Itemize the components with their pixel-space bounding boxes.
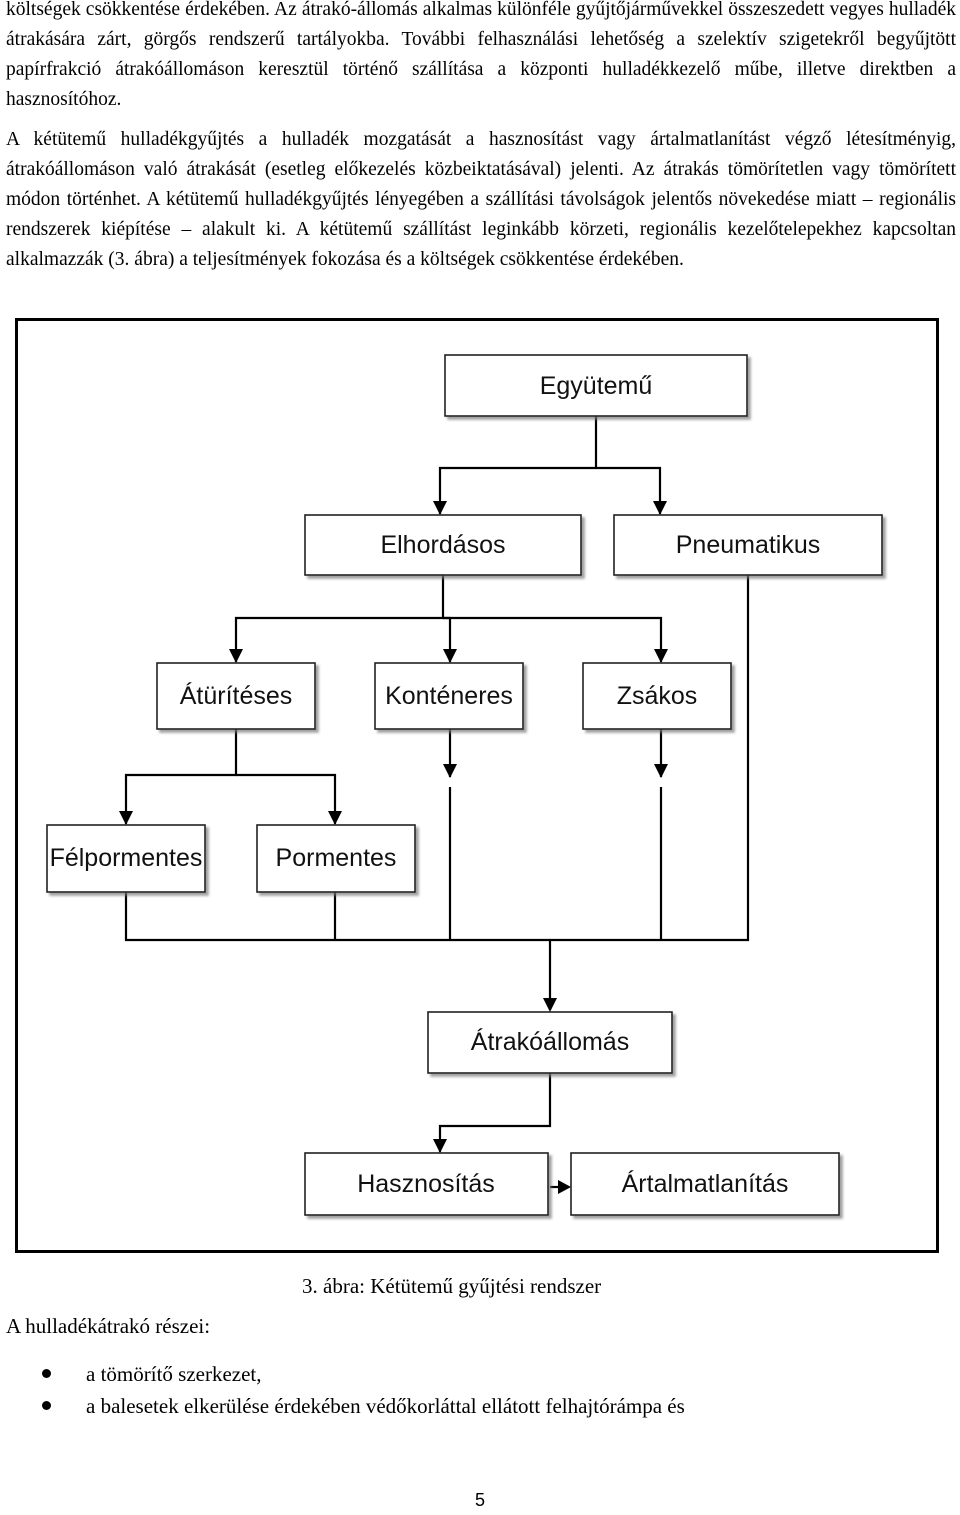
flow-diagram: Együtemű Elhordásos Pneumatikus Átürítés… <box>46 354 883 1216</box>
arrowheads <box>119 501 668 1194</box>
node-artalmatlanitas: Ártalmatlanítás <box>622 1169 789 1198</box>
node-felpormentes: Félpormentes <box>50 844 203 872</box>
bullet-dot-icon <box>42 1369 51 1378</box>
list-item: a balesetek elkerülése érdekében védőkor… <box>0 1390 685 1422</box>
page-number: 5 <box>474 1490 485 1510</box>
bullet-dot-icon <box>42 1401 51 1410</box>
node-egyutemu: Együtemű <box>540 372 653 400</box>
node-hasznositas: Hasznosítás <box>357 1170 495 1198</box>
node-atrakoallomas: Átrakóállomás <box>471 1027 629 1056</box>
node-pneumatikus: Pneumatikus <box>676 531 821 559</box>
bullet-list: a tömörítő szerkezet, a balesetek elkerü… <box>0 1358 685 1422</box>
list-item: a tömörítő szerkezet, <box>0 1358 685 1390</box>
figure-caption: 3. ábra: Kétütemű gyűjtési rendszer <box>302 1274 602 1298</box>
paragraph-2: A kétütemű hulladékgyűjtés a hulladék mo… <box>6 129 956 270</box>
figure-frame <box>15 318 939 1253</box>
diagram-boxes <box>46 354 883 1216</box>
connector-lines <box>124 416 750 1189</box>
node-zsakos: Zsákos <box>617 682 698 710</box>
node-elhordasos: Elhordásos <box>380 531 505 559</box>
parts-heading: A hulladékátrakó részei: <box>6 1314 211 1338</box>
paragraph-1: költségek csökkentése érdekében. Az átra… <box>6 0 956 110</box>
list-item-text: a balesetek elkerülése érdekében védőkor… <box>86 1394 685 1418</box>
list-item-text: a tömörítő szerkezet, <box>86 1362 262 1386</box>
node-aturiteses: Átürítéses <box>180 681 293 710</box>
node-pormentes: Pormentes <box>276 844 397 872</box>
node-konteneres: Konténeres <box>385 682 513 710</box>
